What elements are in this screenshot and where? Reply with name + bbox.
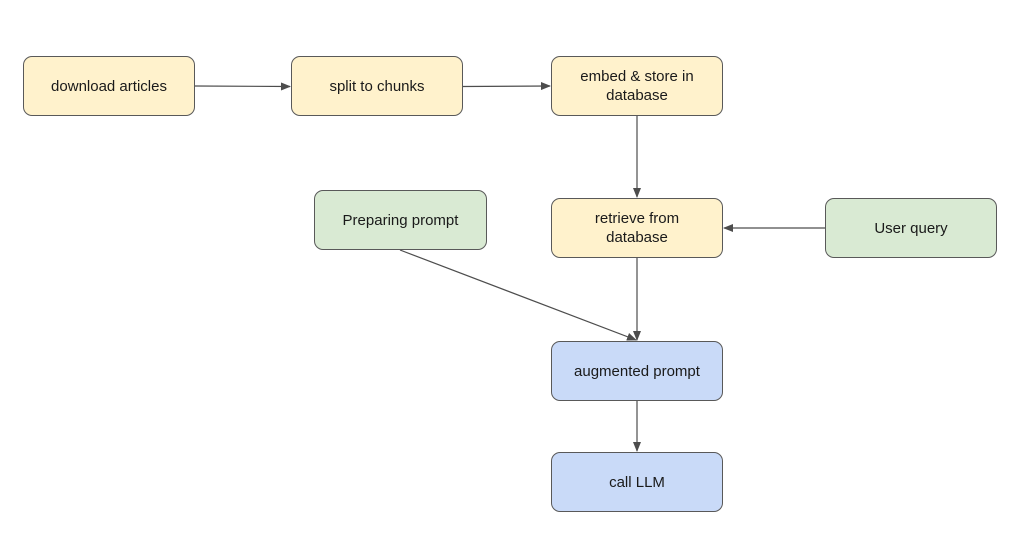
node-label: call LLM [609, 473, 665, 491]
node-user-query[interactable]: User query [825, 198, 997, 258]
node-augmented-prompt[interactable]: augmented prompt [551, 341, 723, 401]
node-label: download articles [51, 77, 167, 95]
node-retrieve-from-database[interactable]: retrieve from database [551, 198, 723, 258]
arrow-split-to-embed [462, 82, 551, 91]
node-embed-and-store[interactable]: embed & store in database [551, 56, 723, 116]
node-split-to-chunks[interactable]: split to chunks [291, 56, 463, 116]
node-label: split to chunks [329, 77, 425, 95]
node-preparing-prompt[interactable]: Preparing prompt [314, 190, 487, 250]
node-label: embed & store in database [580, 68, 694, 104]
node-download-articles[interactable]: download articles [23, 56, 195, 116]
node-label: User query [874, 219, 948, 237]
node-call-llm[interactable]: call LLM [551, 452, 723, 512]
arrow-download-to-split [194, 82, 291, 91]
node-label: augmented prompt [574, 362, 700, 380]
arrow-prepare-to-augmented [399, 249, 637, 341]
node-label: Preparing prompt [342, 211, 459, 229]
node-label: retrieve from database [594, 210, 680, 246]
